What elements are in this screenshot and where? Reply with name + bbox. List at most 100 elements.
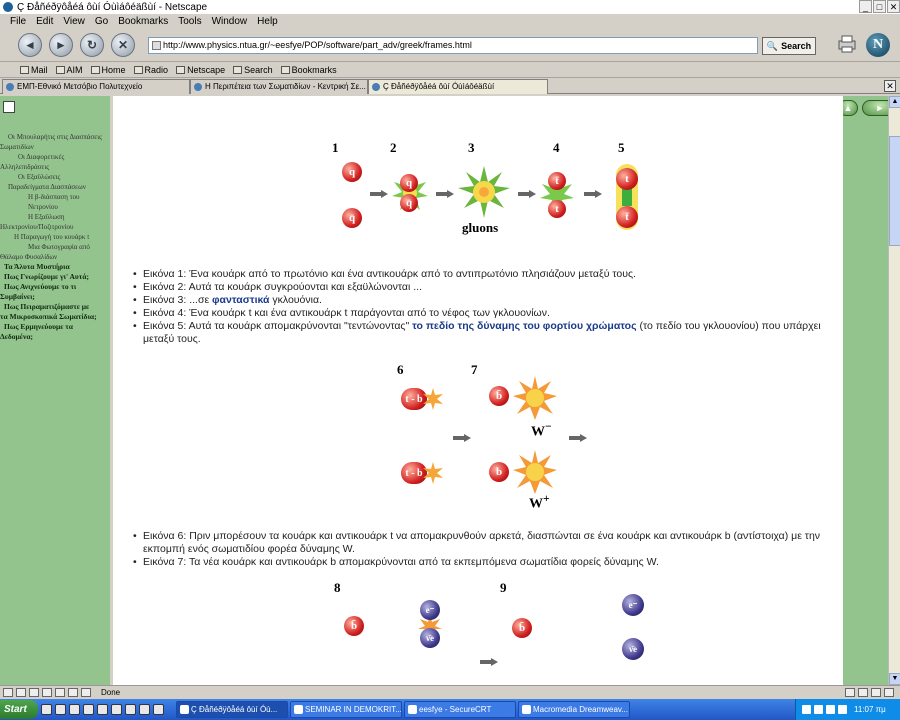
taskbar-netscape[interactable]: Ç Ðåñéðÿôåéá ôùí Óù... xyxy=(176,701,288,718)
left-nav-item[interactable]: Αλληλεπιδράσεις xyxy=(0,163,50,171)
left-nav-item[interactable]: Πως Ανιχνεύουμε το τι xyxy=(4,282,77,291)
page-icon xyxy=(152,41,161,50)
stop-icon: ✕ xyxy=(117,38,129,52)
netscape-logo-icon: N xyxy=(866,33,890,57)
left-nav-item[interactable]: Παραδείγματα Διασπάσεων xyxy=(8,183,86,191)
taskbar-dreamweaver[interactable]: Macromedia Dreamweav... xyxy=(518,701,630,718)
toolbar-mail[interactable]: Mail xyxy=(20,65,48,75)
quicklaunch-icon[interactable] xyxy=(55,704,66,715)
quicklaunch-icon[interactable] xyxy=(83,704,94,715)
tab-favicon-icon xyxy=(194,83,202,91)
quicklaunch-icon[interactable] xyxy=(69,704,80,715)
right-arrow-icon xyxy=(436,190,454,198)
tab-adventure-main[interactable]: Η Περιπέτεια των Σωματιδίων - Κεντρική Σ… xyxy=(190,79,368,94)
tab-current[interactable]: Ç Ðåñéðÿôåéá ôùí Óùìáôéäßùí xyxy=(368,79,548,94)
w-plus-label: W+ xyxy=(529,492,550,512)
tab-ntua[interactable]: ΕΜΠ-Εθνικό Μετσόβιο Πολυτεχνείο xyxy=(2,79,190,94)
menu-go[interactable]: Go xyxy=(94,16,109,27)
close-tab-button[interactable]: ✕ xyxy=(884,80,896,92)
menu-tools[interactable]: Tools xyxy=(178,16,202,27)
maximize-button[interactable]: □ xyxy=(873,0,886,13)
left-nav-item[interactable]: Πως Πειραματιζόμαστε με xyxy=(4,302,90,311)
top-decay-diagram: 6 7 t - b t - b b̄ W− b W+ xyxy=(393,358,593,518)
menu-bookmarks[interactable]: Bookmarks xyxy=(118,16,169,27)
menu-edit[interactable]: Edit xyxy=(36,16,54,27)
left-nav-item[interactable]: Πως Ερμηνεύουμε τα xyxy=(4,322,73,331)
toolbar-aim[interactable]: AIM xyxy=(55,65,83,75)
color-field-link[interactable]: το πεδίο της δύναμης του φορτίου χρώματο… xyxy=(412,320,637,332)
left-nav-item[interactable]: Η Εξαΰλωση xyxy=(28,213,65,221)
left-nav-item[interactable]: Οι Εξαϋλώσεις xyxy=(18,173,61,181)
right-arrow-icon xyxy=(569,434,587,442)
quicklaunch-icon[interactable] xyxy=(125,704,136,715)
left-nav-item[interactable]: Οι Μπουλαρήτις στις Διασπάσεις xyxy=(8,133,102,141)
right-arrow-icon xyxy=(584,190,602,198)
tab-bar: ΕΜΠ-Εθνικό Μετσόβιο Πολυτεχνείο Η Περιπέ… xyxy=(0,78,900,94)
forward-button[interactable]: ► xyxy=(49,33,73,57)
menu-help[interactable]: Help xyxy=(257,16,278,27)
electron-ball: e⁻ xyxy=(420,600,440,620)
left-nav-item[interactable]: Τα Άλυτα Μυστήρια xyxy=(4,262,70,271)
left-nav-item[interactable]: Θάλαμο Φυσαλίδων xyxy=(0,253,58,261)
url-bar[interactable]: http://www.physics.ntua.gr/~eesfye/POP/s… xyxy=(148,37,758,54)
left-nav-item[interactable]: τα Μικροσκοπικά Σωματίδια; xyxy=(0,312,97,321)
print-icon[interactable] xyxy=(836,34,858,54)
left-nav-item[interactable]: Συμβαίνει; xyxy=(0,292,35,301)
search-button[interactable]: 🔍 Search xyxy=(762,37,816,55)
navigation-toolbar: ◄ ► ↻ ✕ http://www.physics.ntua.gr/~eesf… xyxy=(0,29,900,62)
right-arrow-icon xyxy=(453,434,471,442)
back-button[interactable]: ◄ xyxy=(18,33,42,57)
menu-view[interactable]: View xyxy=(63,16,85,27)
quicklaunch-icon[interactable] xyxy=(41,704,52,715)
close-button[interactable]: ✕ xyxy=(887,0,900,13)
left-nav-item[interactable]: Ηλεκτρονίου/Ποζιτρονίου xyxy=(0,223,74,231)
menu-window[interactable]: Window xyxy=(211,16,248,27)
scroll-up-arrow-icon[interactable]: ▲ xyxy=(889,96,900,108)
forward-arrow-icon: ► xyxy=(55,38,67,52)
taskbar-seminar[interactable]: SEMINAR IN DEMOKRIT... xyxy=(290,701,402,718)
toolbar-home[interactable]: Home xyxy=(90,65,126,75)
quicklaunch-icon[interactable] xyxy=(139,704,150,715)
left-nav-item[interactable]: Σωματιδίων xyxy=(0,143,34,151)
scroll-down-arrow-icon[interactable]: ▼ xyxy=(889,673,900,685)
left-nav-item[interactable]: Δεδομένα; xyxy=(0,332,34,341)
scroll-thumb[interactable] xyxy=(889,136,900,246)
left-nav-item[interactable]: Οι Διαφορετικές xyxy=(18,153,65,161)
left-nav-item[interactable]: Πως Γνωρίζουμε γι' Αυτά; xyxy=(4,272,89,281)
left-nav-item[interactable]: Μια Φωτογραφία από xyxy=(28,243,90,251)
toolbar-search[interactable]: Search xyxy=(233,65,273,75)
top-ball: t xyxy=(548,200,566,218)
radio-icon xyxy=(133,65,143,74)
left-nav-item[interactable]: Η β-διάσπαση του Νετρονίου xyxy=(28,193,80,211)
caption-figure-4: Εικόνα 4: Ένα κουάρκ t και ένα αντικουάρ… xyxy=(133,307,838,320)
window-icon xyxy=(294,705,303,714)
tray-icon[interactable] xyxy=(838,705,847,714)
figure-number-5: 5 xyxy=(618,140,625,155)
quicklaunch-icon[interactable] xyxy=(97,704,108,715)
window-title: Ç Ðåñéðÿôåéá ôùí Óùìáôéäßùí - Netscape xyxy=(17,1,208,13)
url-text: http://www.physics.ntua.gr/~eesfye/POP/s… xyxy=(163,40,472,50)
vertical-scrollbar[interactable]: ▲ ▼ xyxy=(888,96,900,685)
quicklaunch-icon[interactable] xyxy=(111,704,122,715)
antibottom-ball-final: b̄ xyxy=(512,618,532,638)
quicklaunch-icon[interactable] xyxy=(153,704,164,715)
toolbar-bookmarks[interactable]: Bookmarks xyxy=(280,65,337,75)
reload-button[interactable]: ↻ xyxy=(80,33,104,57)
menu-file[interactable]: File xyxy=(10,16,27,27)
toolbar-netscape[interactable]: Netscape xyxy=(176,65,225,75)
start-button[interactable]: Start xyxy=(0,700,38,719)
toolbar-radio[interactable]: Radio xyxy=(133,65,168,75)
caption-figure-1: Εικόνα 1: Ένα κουάρκ από το πρωτόνιο και… xyxy=(133,268,838,281)
left-nav-item[interactable]: Η Παραγωγή του κουάρκ t xyxy=(14,233,90,241)
antineutrino-ball: ν̄e xyxy=(420,628,440,648)
netscape-icon xyxy=(3,2,13,12)
tray-icon[interactable] xyxy=(814,705,823,714)
tray-icon[interactable] xyxy=(802,705,811,714)
taskbar-securecrt[interactable]: eesfye - SecureCRT xyxy=(404,701,516,718)
fantastic-link[interactable]: φανταστικά xyxy=(212,294,270,306)
minimize-button[interactable]: _ xyxy=(859,0,872,13)
personal-toolbar: Mail AIM Home Radio Netscape Search Book… xyxy=(0,62,900,78)
figure-number-9: 9 xyxy=(500,580,507,595)
tray-icon[interactable] xyxy=(826,705,835,714)
stop-button[interactable]: ✕ xyxy=(111,33,135,57)
